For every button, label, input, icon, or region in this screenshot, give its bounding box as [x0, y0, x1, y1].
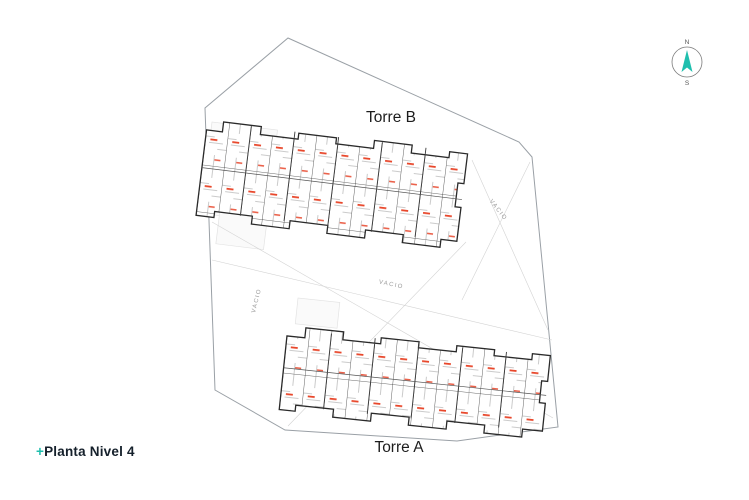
north-arrow-icon: [681, 50, 693, 72]
torre-a-corridor: [283, 367, 547, 396]
torre-b-outline: [195, 121, 469, 248]
compass-south-label: S: [685, 80, 690, 87]
sheet-title: +Planta Nivel 4: [36, 444, 135, 459]
torre-b-label: Torre B: [366, 109, 416, 126]
vacio-label-left: VACIO: [251, 288, 263, 314]
vacio-label-right: VACIO: [488, 199, 508, 223]
torre-b-party-walls: [239, 126, 427, 238]
torre-a-plan: [278, 327, 552, 438]
compass-north-label: N: [685, 39, 690, 46]
title-plus-icon: +: [36, 444, 45, 459]
sheet-title-text: Planta Nivel 4: [44, 444, 135, 459]
torre-a-party-walls: [323, 333, 507, 428]
torre-b-corridor: [201, 167, 462, 200]
torre-b-plan: [195, 121, 469, 248]
torre-a-label: Torre A: [374, 439, 424, 456]
vacio-label-middle: VACIO: [378, 279, 404, 290]
compass: N S: [671, 39, 703, 87]
